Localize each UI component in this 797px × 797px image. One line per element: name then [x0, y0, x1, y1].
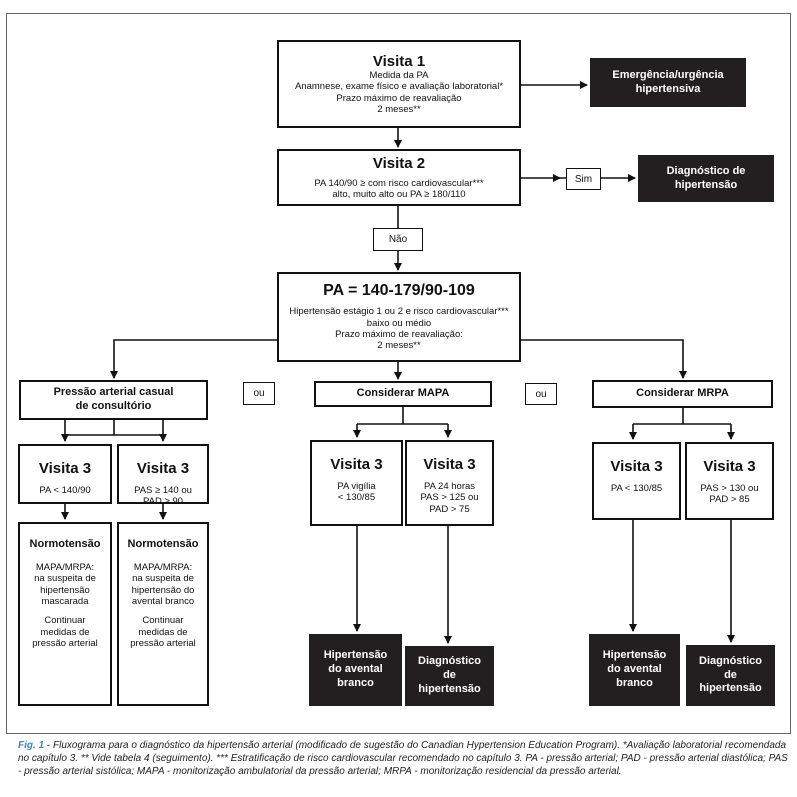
pa-line-4: 2 meses** [377, 340, 421, 352]
visita1-line-2: Anamnese, exame físico e avaliação labor… [294, 81, 504, 93]
ou-right-label: ou [535, 388, 547, 400]
nao-label: Não [388, 234, 408, 245]
visita1-line-1: Medida da PA [369, 69, 429, 81]
normotensao-right-title: Normotensão [127, 538, 199, 550]
visita2-title: Visita 2 [372, 154, 426, 172]
casual-label: Pressão arterial casual de consultório [53, 386, 174, 412]
figure-caption: Fig. 1 - Fluxograma para o diagnóstico d… [18, 739, 788, 778]
sim-label: Sim [574, 173, 593, 185]
caption-text: Fluxograma para o diagnóstico da hiperte… [18, 740, 788, 777]
visita3-mapa-b: Visita 3 PA 24 horas PAS > 125 ou PAD > … [405, 440, 494, 526]
normotensao-right-continuar: Continuar medidas de pressão arterial [130, 615, 196, 650]
avental-mrpa-box: Hipertensão do avental branco [589, 634, 680, 706]
diagnostico-mrpa-label: Diagnóstico de hipertensão [699, 654, 762, 695]
visita1-line-4: 2 meses** [377, 103, 421, 115]
mrpa-label: Considerar MRPA [636, 387, 729, 400]
normotensao-left-box: Normotensão MAPA/MRPA: na suspeita de hi… [18, 522, 112, 706]
normotensao-left-text: MAPA/MRPA: na suspeita de hipertensão ma… [34, 561, 96, 607]
visita3-title: Visita 3 [330, 456, 383, 473]
visita1-box: Visita 1 Medida da PA Anamnese, exame fí… [277, 40, 521, 128]
diagnostico-top-box: Diagnóstico de hipertensão [638, 155, 774, 202]
visita3-mrpa-b-text: PAS > 130 ou PAD > 85 [700, 483, 759, 506]
visita3-casual-b-text: PAS ≥ 140 ou PAD ≥ 90 [134, 485, 192, 508]
visita3-casual-a-text: PA < 140/90 [39, 485, 91, 496]
casual-box: Pressão arterial casual de consultório [19, 380, 208, 420]
diagnostico-top-label: Diagnóstico de hipertensão [666, 164, 746, 191]
visita3-title: Visita 3 [38, 460, 92, 477]
nao-box: Não [373, 228, 423, 251]
visita3-title: Visita 3 [423, 456, 476, 473]
visita3-mrpa-a: Visita 3 PA < 130/85 [592, 442, 681, 520]
pa-line-2: baixo ou médio [366, 317, 432, 329]
visita2-line-2: alto, muito alto ou PA ≥ 180/110 [332, 189, 466, 200]
arrow-pa-to-mrpa [520, 339, 687, 379]
visita3-title: Visita 3 [610, 458, 663, 475]
emergencia-box: Emergência/urgência hipertensiva [590, 58, 746, 107]
visita3-mrpa-b: Visita 3 PAS > 130 ou PAD > 85 [685, 442, 774, 520]
mapa-label: Considerar MAPA [356, 387, 450, 400]
visita3-casual-b: Visita 3 PAS ≥ 140 ou PAD ≥ 90 [117, 444, 209, 507]
pa-line-1: Hipertensão estágio 1 ou 2 e risco cardi… [289, 306, 509, 318]
mrpa-box: Considerar MRPA [592, 380, 773, 408]
avental-mrpa-label: Hipertensão do avental branco [602, 649, 667, 689]
figure-frame [6, 13, 791, 734]
arrow-pa-to-casual [110, 339, 277, 379]
normotensao-left-title: Normotensão [29, 538, 101, 550]
avental-mapa-label: Hipertensão do avental branco [323, 649, 388, 689]
normotensao-right-text: MAPA/MRPA: na suspeita de hipertensão do… [131, 561, 195, 607]
visita3-title: Visita 3 [703, 458, 756, 475]
sim-box: Sim [566, 168, 601, 190]
visita1-title: Visita 1 [372, 52, 426, 70]
avental-mapa-box: Hipertensão do avental branco [309, 634, 402, 706]
normotensao-right-box: Normotensão MAPA/MRPA: na suspeita de hi… [117, 522, 209, 706]
visita3-title: Visita 3 [136, 460, 190, 477]
pa-title: PA = 140-179/90-109 [323, 282, 475, 300]
diagnostico-mapa-box: Diagnóstico de hipertensão [405, 646, 494, 706]
visita3-casual-a: Visita 3 PA < 140/90 [18, 444, 112, 504]
visita3-mapa-a: Visita 3 PA vigília < 130/85 [310, 440, 403, 526]
ou-right-box: ou [525, 383, 557, 405]
diagnostico-mrpa-box: Diagnóstico de hipertensão [686, 645, 775, 706]
visita1-line-3: Prazo máximo de reavaliação [336, 92, 462, 104]
emergencia-label: Emergência/urgência hipertensiva [612, 68, 724, 95]
visita3-mapa-b-text: PA 24 horas PAS > 125 ou PAD > 75 [420, 481, 479, 515]
ou-left-box: ou [243, 382, 275, 405]
pa-box: PA = 140-179/90-109 Hipertensão estágio … [277, 272, 521, 362]
visita2-line-1: PA 140/90 ≥ com risco cardiovascular*** [314, 177, 484, 189]
mapa-box: Considerar MAPA [314, 381, 492, 407]
visita3-mapa-a-text: PA vigília < 130/85 [337, 481, 376, 504]
visita2-box: Visita 2 PA 140/90 ≥ com risco cardiovas… [277, 149, 521, 206]
pa-line-3: Prazo máximo de reavaliação: [335, 329, 463, 340]
diagnostico-mapa-label: Diagnóstico de hipertensão [418, 655, 481, 695]
normotensao-left-continuar: Continuar medidas de pressão arterial [32, 615, 98, 650]
caption-label: Fig. 1 - [18, 740, 51, 751]
visita3-mrpa-a-text: PA < 130/85 [610, 483, 663, 494]
ou-left-label: ou [253, 388, 265, 399]
